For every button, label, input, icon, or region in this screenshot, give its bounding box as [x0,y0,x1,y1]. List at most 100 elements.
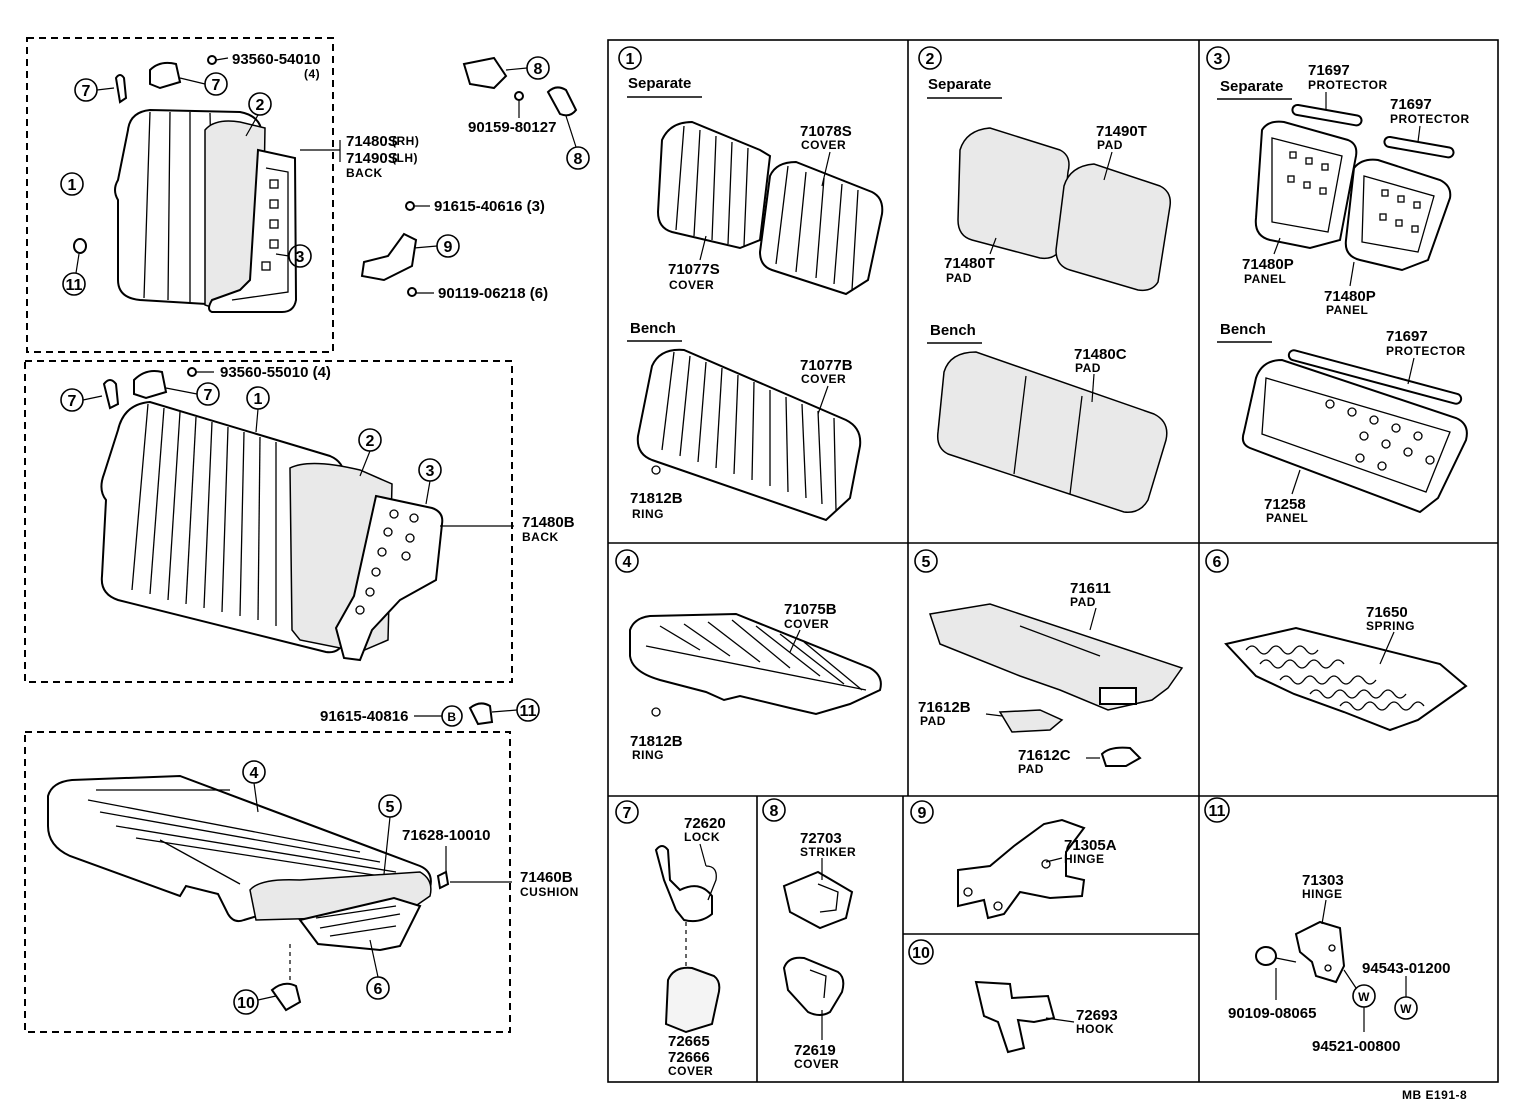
striker-part: 72703 [800,830,842,847]
panel-holes [355,509,419,615]
padb-desc: PAD [920,714,946,728]
separate-heading: Separate [928,76,991,93]
protector-bar [1291,103,1363,127]
padc-desc: PAD [1018,762,1044,776]
lock-cover [664,966,721,1034]
callout-circle [62,272,86,296]
callout-7: 7 [212,77,221,94]
pad-t1-part: 71490T [1096,123,1147,140]
protector-bar [1383,135,1455,159]
bolt2-part: 91615-40616 (3) [434,198,545,215]
knob-icon [468,702,494,726]
cover-part-1: 72665 [668,1033,710,1050]
panel-number: 9 [918,805,927,822]
cover-part: 72619 [794,1042,836,1059]
striker-desc: STRIKER [800,845,856,859]
bolt-icon [1255,946,1277,966]
prot3-part: 71697 [1386,328,1428,345]
panel-number: 5 [922,554,931,571]
hinge-desc: HINGE [1302,887,1343,901]
hardware-group: 8 90159-80127 8 91615-40616 (3) 9 90119-… [360,56,590,302]
pad-separate-left [957,127,1070,260]
back-desc: BACK [346,166,383,180]
ring-desc: RING [632,507,664,521]
bench-back-cover [100,400,345,654]
panel-number: 1 [626,51,635,68]
knob-icon [73,238,87,254]
cushion-spring [298,896,422,952]
spring-coils [1245,645,1425,711]
callout-10: 10 [237,995,255,1012]
callout-4: 4 [250,765,259,782]
panel2-part: 71480P [1324,288,1376,305]
pad-t1-desc: PAD [1097,138,1123,152]
callout-7: 7 [82,83,91,100]
panel-holes [261,179,279,271]
panel-holes [1325,399,1435,471]
bolt-icon [514,91,524,101]
callout-2: 2 [366,433,375,450]
panel2-desc: PANEL [1326,303,1368,317]
callout-3: 3 [296,249,305,266]
separate-back-dashed-frame [26,37,334,353]
detail-grid [607,39,1499,1083]
callout-7: 7 [68,393,77,410]
panel-8: 8 72703 STRIKER 72619 COVER [762,798,856,1071]
pad-t2-part: 71480T [944,255,995,272]
cover-s-desc: COVER [801,138,846,152]
callout-6: 6 [374,981,383,998]
callout-9: 9 [444,239,453,256]
panel-number: 10 [912,945,930,962]
bench-back-part: 71480B [522,514,575,531]
panel-3: 3 Separate 71697 PROTECTOR 71697 PROTECT… [1206,46,1470,525]
footer-code: MB E191-8 [1402,1088,1467,1102]
callout-11: 11 [520,703,537,720]
panel-number: 8 [770,803,779,820]
back-rh-part: 71480S [346,133,398,150]
bolt-part-number: 93560-54010 [232,51,320,68]
lock-small-part [114,74,128,104]
panel-separate-left [1254,120,1358,250]
bolt-b-part: 91615-40816 [320,708,408,725]
hinge-desc: HINGE [1064,852,1105,866]
cushion-desc: CUSHION [520,885,579,899]
washer1-part: 94543-01200 [1362,960,1450,977]
panel3-part: 71258 [1264,496,1306,513]
cover-cushion [629,612,882,716]
cushion-part: 71460B [520,869,573,886]
callout-11: 11 [66,277,83,294]
panel-1: 1 Separate 71078S COVER 71077S COVER Ben… [618,46,884,522]
striker-cover [546,86,578,117]
cover-s2-part: 71077S [668,261,720,278]
pad-notch [1099,687,1137,705]
hinge-part-number: 71305A [1064,837,1117,854]
panel1-desc: PANEL [1244,272,1286,286]
callout-5: 5 [386,799,395,816]
prot1-desc: PROTECTOR [1308,78,1388,92]
bolt-b-marker: B [447,710,456,724]
spring-desc: SPRING [1366,619,1415,633]
callout-8: 8 [534,61,543,78]
lock-part [654,845,713,923]
prot2-part: 71697 [1390,96,1432,113]
lock-small-part [102,379,120,410]
prot2-desc: PROTECTOR [1390,112,1470,126]
bolt-part: 90109-08065 [1228,1005,1316,1022]
bolt-icon [407,287,417,297]
cover-desc: COVER [668,1064,713,1078]
panel-6: 6 71650 SPRING [1205,549,1468,732]
bolt1-part: 90159-80127 [468,119,556,136]
panel-9: 9 71305A HINGE [910,800,1117,920]
hook-part-number: 72693 [1076,1007,1118,1024]
lock-cover-small [149,61,182,90]
panel-number: 11 [1209,803,1226,820]
pad-block [998,709,1064,733]
panel-11: 11 71303 HINGE 90109-08065 W W 94543-012… [1204,797,1450,1055]
pad-bench [936,351,1168,513]
panel-7: 7 72620 LOCK 72665 72666 COVER [615,800,726,1078]
prot1-part: 71697 [1308,62,1350,79]
bench-seat-back-group: 93560-55010 (4) 7 7 1 2 3 71480B BACK [24,360,575,683]
ring-part: 71812B [630,490,683,507]
callout-circle [60,172,84,196]
